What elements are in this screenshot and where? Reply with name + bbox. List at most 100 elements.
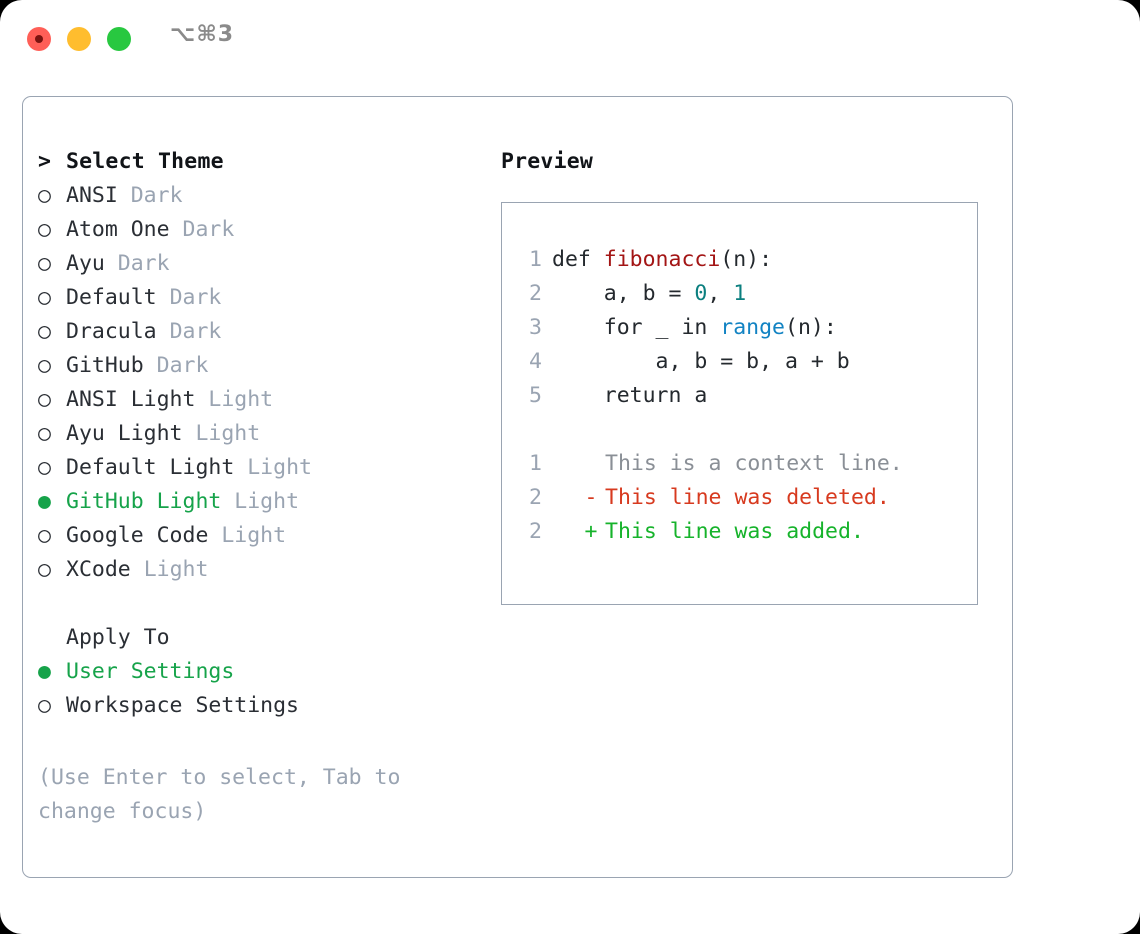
- theme-list-item[interactable]: ○Atom One Dark: [38, 213, 488, 247]
- apply-to-option-label: Workspace Settings: [66, 693, 299, 718]
- apply-to-option[interactable]: ● User Settings: [38, 655, 488, 689]
- close-window-button[interactable]: [27, 27, 51, 51]
- theme-variant-badge: Dark: [169, 285, 222, 310]
- theme-list-item[interactable]: ○ XCode Light: [38, 553, 488, 587]
- apply-to-label: Apply To: [66, 625, 170, 650]
- radio-unselected-icon: ○: [38, 557, 51, 582]
- theme-item-label: Default Dark: [66, 281, 221, 315]
- theme-name: GitHub Light: [66, 489, 222, 514]
- theme-list-item[interactable]: ○Ayu Dark: [38, 247, 488, 281]
- diff-line-number: 1: [529, 451, 542, 476]
- theme-list-item[interactable]: ○ GitHub Dark: [38, 349, 488, 383]
- code-line: 2 a, b = 0, 1: [502, 277, 979, 311]
- theme-list-item[interactable]: ○Default Dark: [38, 281, 488, 315]
- radio-unselected-icon: ○: [38, 353, 51, 378]
- code-token-plain: (n):: [785, 315, 837, 340]
- theme-variant-badge: Dark: [117, 251, 170, 276]
- theme-list-item[interactable]: ● GitHub Light Light: [38, 485, 488, 519]
- code-token-keyword: def: [552, 247, 604, 272]
- minimize-window-button[interactable]: [67, 27, 91, 51]
- select-theme-title: Select Theme: [66, 149, 224, 174]
- code-token-plain: a, b = b, a + b: [552, 349, 850, 374]
- code-line-text: def fibonacci(n):: [552, 243, 772, 277]
- theme-list-item[interactable]: ○ Ayu Light Light: [38, 417, 488, 451]
- theme-name: XCode: [66, 557, 131, 582]
- diff-line-text: This line was deleted.: [605, 485, 890, 510]
- theme-list-item[interactable]: ○ Google Code Light: [38, 519, 488, 553]
- theme-item-label: Default Light Light: [66, 451, 312, 485]
- code-line-number: 2: [529, 281, 542, 306]
- theme-item-label: Ayu Light Light: [66, 417, 260, 451]
- code-token-plain: ,: [707, 281, 734, 306]
- code-line: 4 a, b = b, a + b: [502, 345, 979, 379]
- theme-name: Default: [66, 285, 157, 310]
- diff-line-context: 1 This is a context line.: [502, 447, 979, 481]
- theme-list-item[interactable]: ○Dracula Dark: [38, 315, 488, 349]
- radio-selected-icon: ●: [38, 659, 51, 684]
- radio-unselected-icon: ○: [38, 693, 51, 718]
- diff-marker-icon: [580, 447, 602, 481]
- diff-line-number: 2: [529, 519, 542, 544]
- theme-name: Atom One: [66, 217, 170, 242]
- prompt-caret-icon: >: [38, 149, 51, 174]
- code-token-call: range: [720, 315, 786, 340]
- theme-name: Google Code: [66, 523, 209, 548]
- radio-unselected-icon: ○: [38, 421, 51, 446]
- code-line-text: return a: [552, 379, 708, 413]
- code-line-text: for _ in range(n):: [552, 311, 837, 345]
- theme-item-label: Atom One Dark: [66, 213, 234, 247]
- theme-variant-badge: Light: [195, 421, 261, 446]
- apply-to-option[interactable]: ○ Workspace Settings: [38, 689, 488, 723]
- theme-selection-column: > Select Theme ○ANSI Dark○Atom One Dark○…: [38, 145, 488, 723]
- theme-item-label: Google Code Light: [66, 519, 286, 553]
- code-line: 3 for _ in range(n):: [502, 311, 979, 345]
- theme-name: ANSI Light: [66, 387, 196, 412]
- theme-name: Default Light: [66, 455, 235, 480]
- diff-line-added: 2 + This line was added.: [502, 515, 979, 549]
- theme-item-label: ANSI Light Light: [66, 383, 273, 417]
- theme-variant-badge: Light: [221, 523, 287, 548]
- close-icon: [35, 35, 43, 43]
- theme-list: ○ANSI Dark○Atom One Dark○Ayu Dark○Defaul…: [38, 179, 488, 587]
- theme-item-label: Dracula Dark: [66, 315, 221, 349]
- theme-list-item[interactable]: ○ANSI Dark: [38, 179, 488, 213]
- theme-name: Ayu: [66, 251, 105, 276]
- theme-variant-badge: Light: [143, 557, 209, 582]
- code-diff-separator: [502, 413, 979, 447]
- radio-selected-icon: ●: [38, 489, 51, 514]
- theme-variant-badge: Dark: [169, 319, 222, 344]
- theme-list-item[interactable]: ○ Default Light Light: [38, 451, 488, 485]
- theme-item-label: GitHub Dark: [66, 349, 208, 383]
- theme-name: GitHub: [66, 353, 144, 378]
- apply-to-option-label: User Settings: [66, 659, 235, 684]
- theme-item-label: XCode Light: [66, 553, 208, 587]
- diff-line-deleted: 2-This line was deleted.: [502, 481, 979, 515]
- diff-marker-icon: +: [584, 519, 598, 544]
- radio-unselected-icon: ○: [38, 183, 51, 208]
- diff-line-text: This line was added.: [605, 519, 864, 544]
- code-line-text: a, b = b, a + b: [552, 345, 850, 379]
- radio-unselected-icon: ○: [38, 455, 51, 480]
- apply-to-options: ● User Settings ○ Workspace Settings: [38, 655, 488, 723]
- theme-variant-badge: Light: [247, 455, 312, 480]
- code-line-number: 5: [529, 383, 542, 408]
- theme-variant-badge: Light: [208, 387, 274, 412]
- radio-unselected-icon: ○: [38, 523, 51, 548]
- code-line: 5 return a: [502, 379, 979, 413]
- radio-unselected-icon: ○: [38, 387, 51, 412]
- theme-picker-panel: > Select Theme ○ANSI Dark○Atom One Dark○…: [22, 96, 1013, 878]
- theme-list-item[interactable]: ○ ANSI Light Light: [38, 383, 488, 417]
- keyboard-shortcut-label: ⌥⌘3: [170, 22, 235, 47]
- theme-name: ANSI: [66, 183, 118, 208]
- maximize-window-button[interactable]: [107, 27, 131, 51]
- theme-variant-badge: Dark: [156, 353, 209, 378]
- code-token-plain: return a: [552, 383, 708, 408]
- theme-item-label: GitHub Light Light: [66, 485, 299, 519]
- code-token-number: 0: [694, 281, 708, 306]
- help-hint-text: (Use Enter to select, Tab to change focu…: [38, 765, 414, 824]
- code-line-number: 4: [529, 349, 542, 374]
